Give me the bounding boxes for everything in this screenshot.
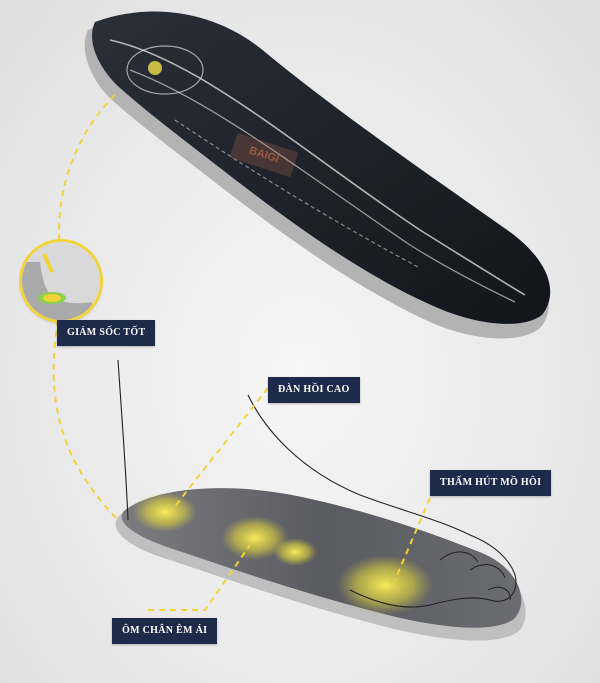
heel-glow: [133, 492, 197, 532]
arch-glow: [221, 516, 289, 560]
connector-hug: [148, 544, 251, 611]
top-insole-logo: [148, 61, 162, 75]
forefoot-glow: [337, 555, 433, 615]
heel-cushion-icon: [22, 242, 100, 320]
connector-shock-down: [52, 319, 119, 521]
callout-foot-hug: ÔM CHÂN ÊM ÁI: [112, 618, 218, 644]
callout-shock-absorption: GIẢM SỐC TỐT: [57, 320, 156, 346]
bottom-insole: [115, 359, 526, 641]
top-insole-logo-ring: [126, 45, 204, 95]
top-insole-stripe: [129, 69, 516, 303]
top-insole-stripe: [174, 119, 421, 269]
top-insole-surface: [91, 11, 551, 324]
callout-high-elasticity: ĐÀN HỒI CAO: [268, 377, 360, 403]
foot-outline: [117, 359, 517, 608]
callout-connectors: [52, 94, 431, 611]
toe-outline: [439, 551, 511, 601]
connector-elastic: [171, 387, 269, 511]
top-insole: [84, 11, 551, 339]
callout-sweat-absorption: THẤM HÚT MỒ HÔI: [430, 470, 552, 496]
mid-glow: [273, 538, 317, 566]
top-insole-stripe: [109, 39, 526, 296]
connector-shock: [58, 94, 116, 251]
connector-sweat: [394, 497, 431, 581]
